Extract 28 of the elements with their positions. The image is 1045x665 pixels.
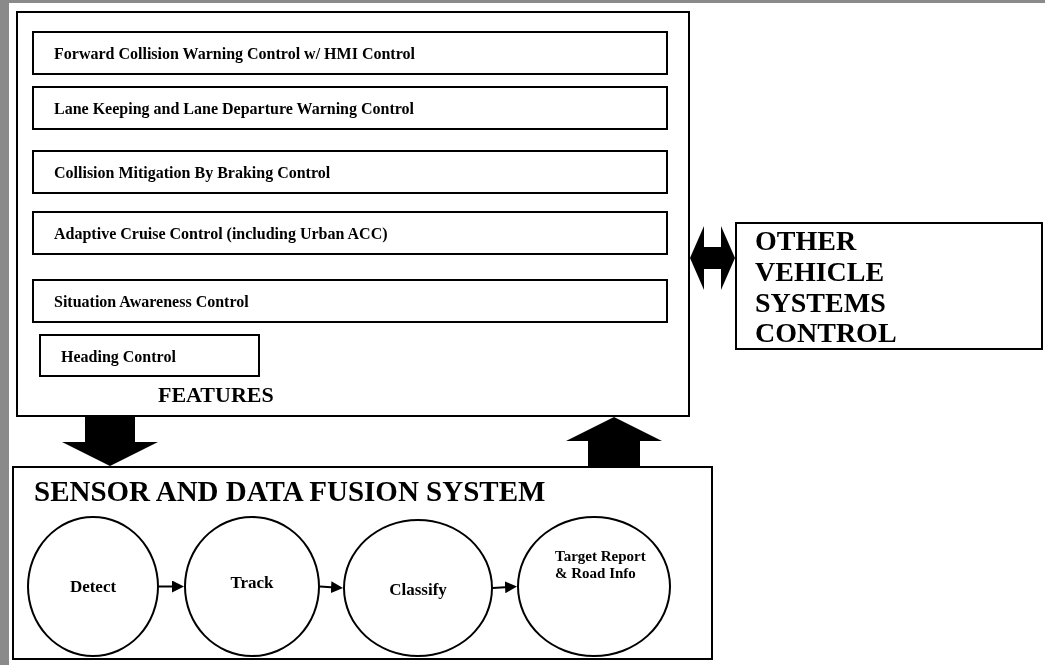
process-label: Classify: [388, 581, 448, 600]
feature-label: Lane Keeping and Lane Departure Warning Control: [54, 100, 415, 118]
feature-box: [32, 211, 668, 255]
feature-box: [32, 86, 668, 130]
feature-box: [32, 279, 668, 323]
arrow: [492, 581, 517, 594]
feature-label: Heading Control: [61, 348, 176, 366]
process-label: Track: [229, 574, 275, 593]
block-arrow: [690, 226, 735, 290]
features-panel: [16, 11, 690, 417]
feature-box: [32, 150, 668, 194]
feature-label: Forward Collision Warning Control w/ HMI Control: [54, 45, 415, 63]
panel-heading: SENSOR AND DATA FUSION SYSTEM: [34, 476, 546, 508]
feature-label: Situation Awareness Control: [54, 293, 249, 311]
process-label: Target Report & Road Info: [555, 548, 647, 581]
block-arrow: [62, 417, 158, 466]
arrow: [319, 581, 343, 594]
arrow: [158, 580, 184, 593]
panel-heading: FEATURES: [158, 383, 274, 408]
feature-box: [39, 334, 260, 377]
system-label: OTHER VEHICLE SYSTEMS CONTROL: [755, 226, 898, 350]
feature-box: [32, 31, 668, 75]
feature-label: Collision Mitigation By Braking Control: [54, 164, 331, 182]
system-panel: [12, 466, 713, 660]
block-arrow: [566, 417, 662, 466]
system-box: [735, 222, 1043, 350]
process-label: Detect: [68, 578, 118, 597]
feature-label: Adaptive Cruise Control (including Urban ACC): [54, 225, 388, 243]
